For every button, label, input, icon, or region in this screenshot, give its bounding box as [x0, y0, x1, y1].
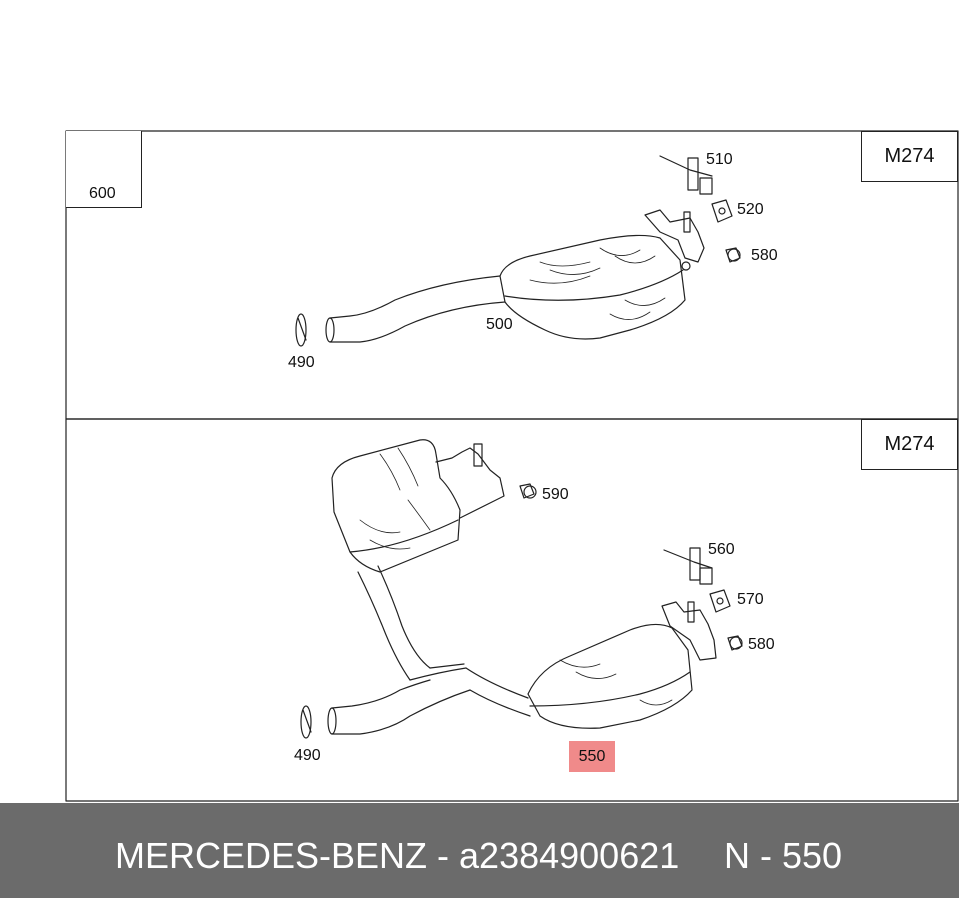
footer-bar: MERCEDES-BENZ - a2384900621 N - 550 [0, 803, 959, 898]
engine-label-bottom: M274 [861, 419, 958, 470]
part-label-580-bottom[interactable]: 580 [748, 636, 775, 653]
top-muffler-assembly [295, 155, 741, 347]
part-label-600[interactable]: 600 [89, 185, 116, 202]
part-label-520[interactable]: 520 [737, 201, 764, 218]
diagram-drawing [65, 130, 959, 802]
part-label-490-top[interactable]: 490 [288, 354, 315, 371]
bottom-muffler-assembly [300, 439, 743, 739]
engine-label-top: M274 [861, 131, 958, 182]
part-label-550-highlighted[interactable]: 550 [569, 741, 615, 772]
part-label-580-top[interactable]: 580 [751, 247, 778, 264]
footer-reference-number: N - 550 [724, 835, 843, 876]
legend-box [66, 131, 142, 208]
part-label-510[interactable]: 510 [706, 151, 733, 168]
part-label-490-bottom[interactable]: 490 [294, 747, 321, 764]
exhaust-diagram: 600 M274 M274 510 520 580 500 490 590 56… [65, 130, 959, 802]
part-label-500[interactable]: 500 [486, 316, 513, 333]
top-panel-frame [65, 130, 959, 420]
footer-brand-part-number: MERCEDES-BENZ - a2384900621 [115, 835, 680, 876]
part-label-560[interactable]: 560 [708, 541, 735, 558]
part-label-590[interactable]: 590 [542, 486, 569, 503]
part-label-570[interactable]: 570 [737, 591, 764, 608]
bottom-panel-frame [65, 418, 959, 802]
